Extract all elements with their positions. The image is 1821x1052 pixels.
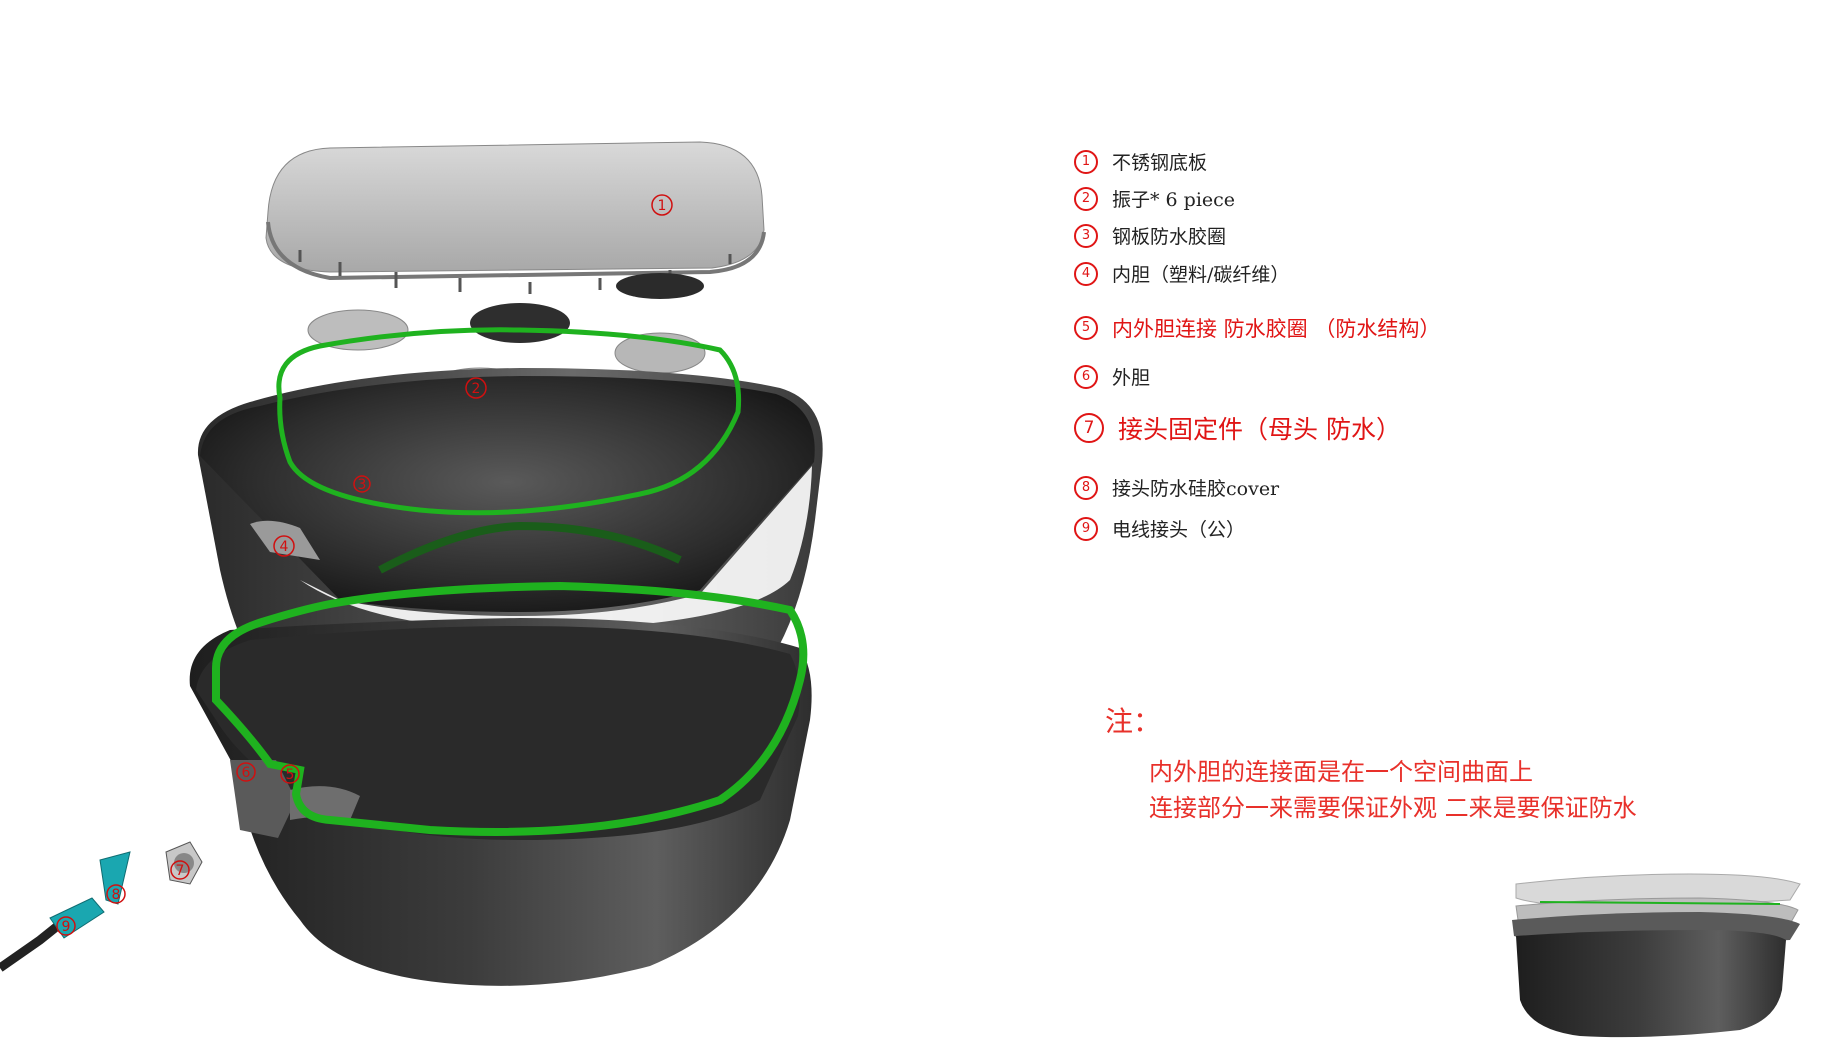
legend-number: 9 — [1074, 516, 1098, 541]
legend-number: 5 — [1074, 316, 1098, 340]
callout-2: 2 — [465, 377, 487, 399]
svg-text:7: 7 — [176, 863, 185, 879]
svg-text:1: 1 — [658, 198, 667, 214]
legend-number: 7 — [1074, 413, 1104, 443]
legend-item-9: 9 电线接头（公） — [1074, 515, 1245, 542]
legend-label: 电线接头（公） — [1112, 519, 1246, 541]
legend-number: 6 — [1074, 364, 1098, 389]
callout-3: 3 — [353, 475, 371, 493]
svg-text:9: 9 — [62, 919, 71, 935]
legend-item-3: 3 钢板防水胶圈 — [1074, 222, 1226, 249]
legend-item-1: 1 不锈钢底板 — [1074, 148, 1207, 175]
legend-item-7: 7 接头固定件（母头 防水） — [1074, 410, 1401, 446]
svg-text:4: 4 — [280, 539, 289, 555]
legend-label: 接头固定件（母头 防水） — [1118, 415, 1401, 444]
svg-text:6: 6 — [242, 765, 251, 781]
callout-6: 6 — [236, 762, 256, 782]
legend-label: 内胆（塑料/碳纤维） — [1112, 264, 1290, 286]
outer-shell — [189, 618, 812, 986]
legend-label: 不锈钢底板 — [1112, 152, 1208, 174]
callout-markers: 1 2 3 4 5 6 7 8 9 — [56, 194, 673, 936]
stainless-base-plate — [265, 141, 766, 299]
legend-label: 振子* 6 piece — [1112, 189, 1236, 211]
power-plug-male — [0, 897, 105, 972]
legend-label: 钢板防水胶圈 — [1112, 226, 1227, 248]
svg-text:3: 3 — [358, 477, 367, 493]
callout-9: 9 — [56, 916, 76, 936]
design-note: 注： 内外胆的连接面是在一个空间曲面上 连接部分一来需要保证外观 二来是要保证防… — [1105, 700, 1637, 826]
legend-number: 4 — [1074, 261, 1098, 286]
svg-text:8: 8 — [112, 887, 121, 903]
plate-seal-ring — [276, 327, 742, 516]
svg-text:2: 2 — [472, 381, 481, 397]
legend-item-5: 5 内外胆连接 防水胶圈 （防水结构） — [1074, 313, 1440, 343]
legend-item-4: 4 内胆（塑料/碳纤维） — [1074, 260, 1289, 287]
legend-item-2: 2 振子* 6 piece — [1074, 185, 1235, 212]
legend-label: 内外胆连接 防水胶圈 （防水结构） — [1112, 317, 1441, 341]
note-title: 注： — [1105, 705, 1162, 738]
callout-4: 4 — [273, 535, 295, 557]
legend-number: 1 — [1074, 149, 1098, 174]
connection-seal-ring — [212, 581, 808, 836]
assembled-product-thumbnail — [1512, 873, 1801, 1038]
legend-item-8: 8 接头防水硅胶cover — [1074, 474, 1279, 501]
legend-number: 3 — [1074, 223, 1098, 248]
legend-item-6: 6 外胆 — [1074, 363, 1150, 390]
callout-5: 5 — [280, 764, 300, 784]
callout-7: 7 — [170, 860, 190, 880]
legend-number: 2 — [1074, 186, 1098, 211]
note-line-1: 内外胆的连接面是在一个空间曲面上 — [1149, 758, 1533, 786]
callout-1: 1 — [651, 194, 673, 216]
legend-label: 外胆 — [1112, 367, 1151, 389]
legend-label: 接头防水硅胶cover — [1112, 478, 1280, 500]
legend-number: 8 — [1074, 475, 1098, 500]
note-line-2: 连接部分一来需要保证外观 二来是要保证防水 — [1149, 794, 1637, 822]
callout-8: 8 — [106, 884, 126, 904]
svg-text:5: 5 — [286, 767, 295, 783]
